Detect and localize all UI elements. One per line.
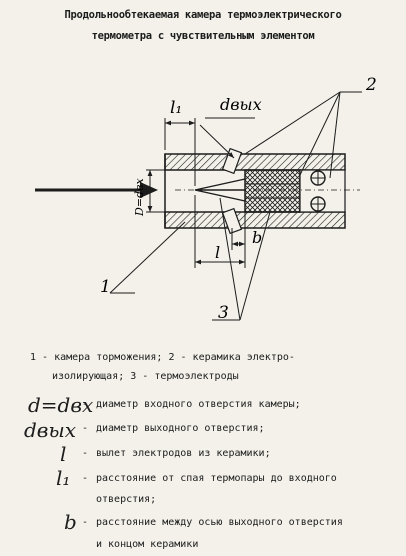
callout-leaders [109, 91, 362, 321]
legend-line-2: изолирующая; 3 - термоэлектроды [52, 371, 239, 382]
def-b: расстояние между осью выходного отверсти… [96, 517, 343, 528]
symbol-l1: l₁ [56, 466, 71, 490]
symbol-l: l [60, 442, 67, 466]
dim-b-label: b [252, 228, 262, 247]
title-line-1: Продольнообтекаемая камера термоэлектрич… [64, 9, 342, 21]
def-l: вылет электродов из керамики; [96, 448, 271, 459]
callout-2: 2 [365, 75, 377, 95]
legend-line-1: 1 - камера торможения; 2 - керамика элек… [30, 352, 295, 363]
symbol-b: b [64, 510, 77, 534]
dash: - [82, 423, 89, 434]
dim-l-label: l [215, 243, 220, 262]
def-l1: расстояние от спая термопары до входного [96, 473, 337, 484]
dim-dout-label: dвых [220, 95, 262, 114]
def-d-in: диаметр входного отверстия камеры; [96, 399, 301, 410]
dash: - [82, 448, 89, 459]
dash: - [82, 399, 89, 410]
dimensions [146, 117, 255, 268]
symbol-d-out: dвых [24, 418, 77, 442]
symbol-d-in: d=dвх [28, 393, 94, 417]
title-line-2: термометра с чувствительным элементом [91, 30, 315, 42]
callout-1: 1 [100, 277, 111, 297]
exit-holes [221, 147, 243, 235]
dash: - [82, 517, 89, 528]
dash: - [82, 473, 89, 484]
ceramic-insulator [244, 169, 301, 213]
def-b-cont: и концом керамики [96, 539, 199, 550]
chamber-body [164, 153, 346, 229]
chamber-drawing: 2 1 3 l₁ dвых D=dвх l b [35, 75, 377, 323]
dim-l1-label: l₁ [170, 98, 182, 118]
def-d-out: диаметр выходного отверстия; [96, 423, 265, 434]
callout-3: 3 [218, 303, 229, 323]
dim-d-label: D=dвх [133, 178, 146, 217]
terminals [299, 169, 346, 213]
def-l1-cont: отверстия; [96, 494, 157, 505]
